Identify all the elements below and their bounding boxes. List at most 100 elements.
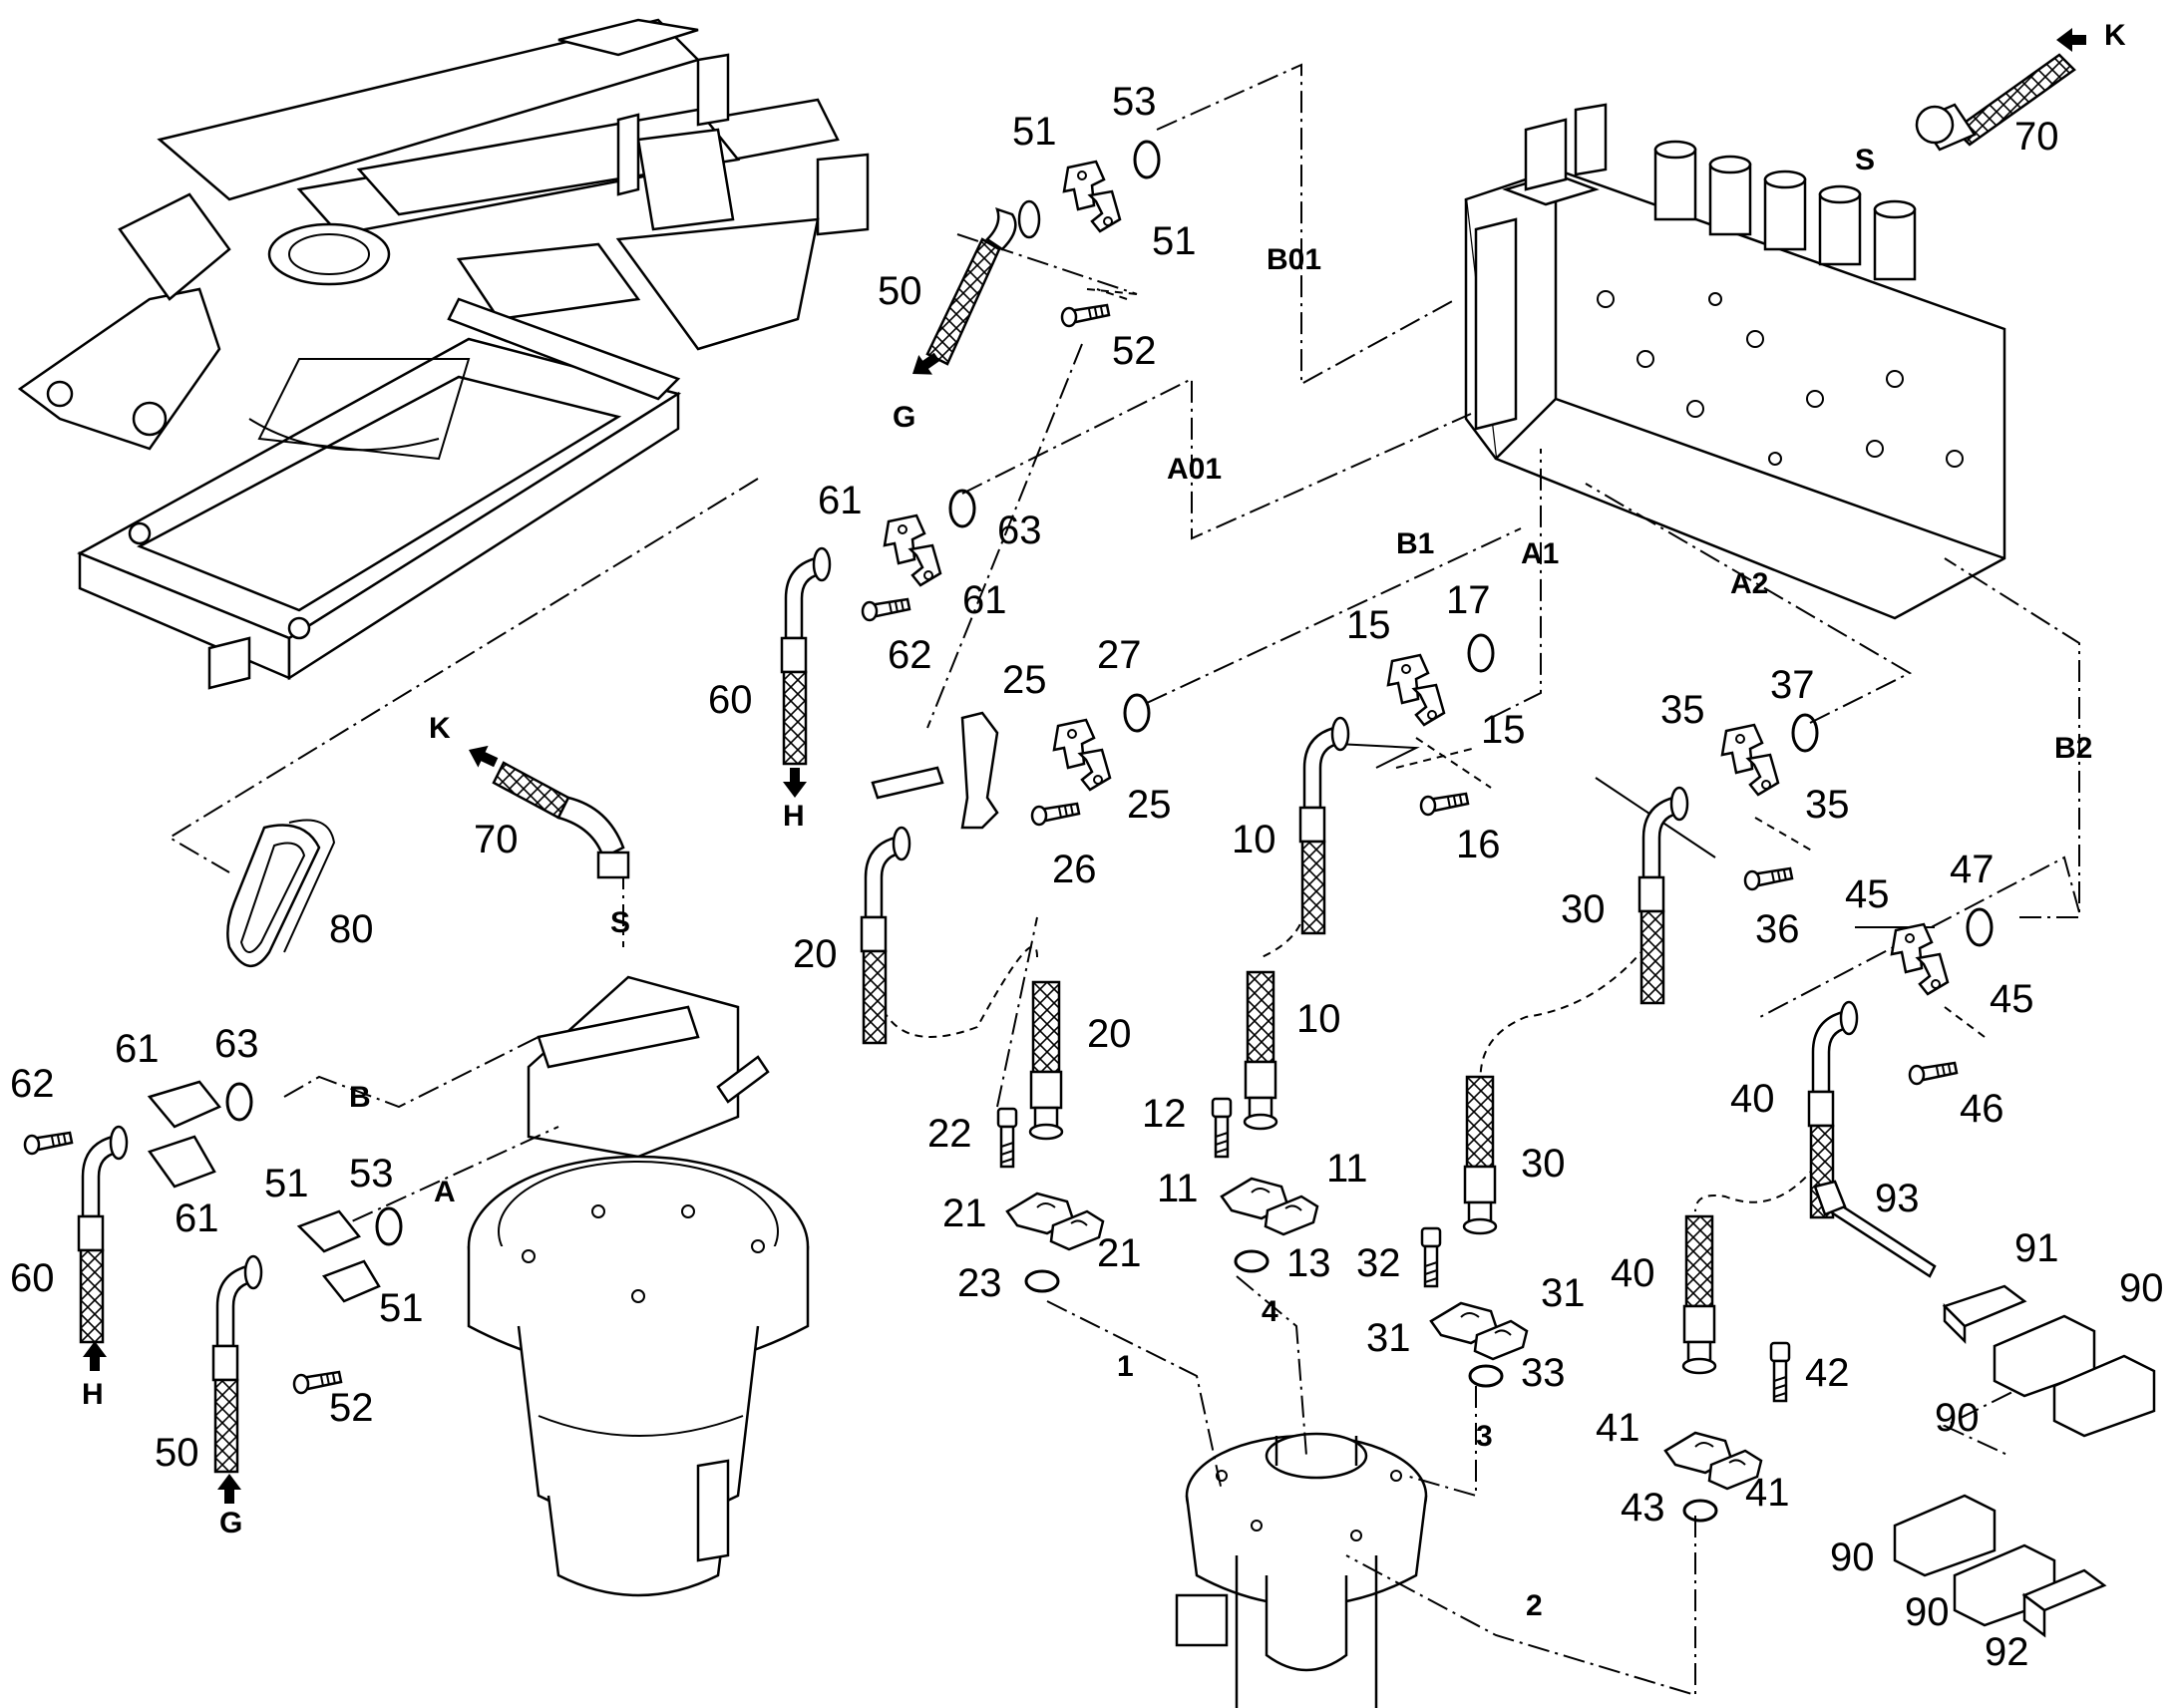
label-12: 12 bbox=[1142, 1092, 1187, 1136]
o-ring-43 bbox=[1682, 1499, 1718, 1523]
flange-clamp-51-left bbox=[296, 1209, 381, 1303]
label-A2: A2 bbox=[1730, 567, 1768, 600]
label-90-c: 90 bbox=[1830, 1536, 1875, 1579]
label-62-left: 62 bbox=[10, 1062, 55, 1106]
label-K-top: K bbox=[2104, 19, 2126, 52]
seal-ring-80 bbox=[226, 819, 336, 968]
label-52-left: 52 bbox=[329, 1386, 374, 1430]
label-15-b: 15 bbox=[1481, 708, 1526, 752]
label-43: 43 bbox=[1621, 1486, 1665, 1530]
bolt-26 bbox=[1030, 802, 1081, 827]
hose-60-left bbox=[77, 1125, 129, 1371]
flange-clamp-31 bbox=[1429, 1301, 1529, 1361]
bolt-22 bbox=[996, 1107, 1018, 1169]
label-51-top-b: 51 bbox=[1152, 219, 1197, 263]
bolt-93 bbox=[1813, 1180, 1937, 1278]
o-ring-13 bbox=[1234, 1249, 1270, 1273]
label-53-top: 53 bbox=[1112, 80, 1157, 124]
bolt-62-mid bbox=[861, 597, 911, 622]
label-61-left-b: 61 bbox=[175, 1196, 219, 1240]
label-41-a: 41 bbox=[1596, 1406, 1640, 1450]
label-30-a: 30 bbox=[1561, 887, 1606, 931]
label-path-1: 1 bbox=[1117, 1350, 1134, 1383]
hose-50-top bbox=[906, 199, 1041, 384]
label-13: 13 bbox=[1286, 1241, 1331, 1285]
upper-frame-drawing bbox=[17, 18, 870, 690]
hose-20-bottom bbox=[1028, 980, 1064, 1141]
label-H-left: H bbox=[82, 1378, 104, 1411]
label-51-left-a: 51 bbox=[264, 1162, 309, 1205]
label-41-b: 41 bbox=[1745, 1471, 1790, 1515]
travel-motor-drawing bbox=[467, 975, 810, 1597]
flange-clamp-11 bbox=[1220, 1177, 1319, 1236]
label-path-4: 4 bbox=[1262, 1295, 1278, 1328]
label-path-3: 3 bbox=[1476, 1420, 1493, 1453]
hose-10-bottom bbox=[1243, 970, 1278, 1131]
label-50-top: 50 bbox=[878, 269, 922, 313]
label-31-a: 31 bbox=[1366, 1316, 1411, 1360]
label-42: 42 bbox=[1805, 1351, 1850, 1395]
label-23: 23 bbox=[957, 1261, 1002, 1305]
flange-clamp-61-left bbox=[147, 1080, 221, 1189]
label-A1: A1 bbox=[1521, 537, 1559, 570]
label-10-b: 10 bbox=[1296, 997, 1341, 1041]
label-25-b: 25 bbox=[1127, 783, 1172, 827]
hose-30-bottom bbox=[1462, 1075, 1498, 1235]
label-93: 93 bbox=[1875, 1177, 1920, 1220]
label-60-left: 60 bbox=[10, 1256, 55, 1300]
label-61-left-a: 61 bbox=[115, 1027, 160, 1071]
label-53-left: 53 bbox=[349, 1152, 394, 1196]
flange-clamp-25 bbox=[1052, 718, 1112, 792]
plate-92 bbox=[2021, 1568, 2107, 1638]
label-B2: B2 bbox=[2054, 732, 2092, 765]
label-62-mid: 62 bbox=[888, 633, 932, 677]
label-26: 26 bbox=[1052, 848, 1097, 891]
flange-clamp-45 bbox=[1890, 922, 1950, 996]
label-52-top: 52 bbox=[1112, 329, 1157, 373]
label-B-left: B bbox=[349, 1081, 371, 1114]
label-11-b: 11 bbox=[1326, 1147, 1368, 1191]
label-50-left: 50 bbox=[155, 1431, 199, 1475]
label-45-b: 45 bbox=[1990, 977, 2034, 1021]
o-ring-17 bbox=[1467, 633, 1495, 673]
label-40-a: 40 bbox=[1730, 1077, 1775, 1121]
flange-clamp-51-top bbox=[1062, 160, 1122, 233]
o-ring-53-left bbox=[375, 1206, 403, 1246]
o-ring-23 bbox=[1024, 1269, 1060, 1293]
label-35-b: 35 bbox=[1805, 783, 1850, 827]
o-ring-27 bbox=[1123, 693, 1151, 733]
label-S-top: S bbox=[1855, 144, 1875, 176]
label-90-a: 90 bbox=[2119, 1266, 2164, 1310]
label-15-a: 15 bbox=[1346, 603, 1391, 647]
label-51-left-b: 51 bbox=[379, 1286, 424, 1330]
bolt-16 bbox=[1419, 792, 1470, 817]
bolt-62-left bbox=[23, 1131, 74, 1156]
clamp-block-90-top bbox=[1993, 1314, 2156, 1438]
label-91: 91 bbox=[2014, 1226, 2059, 1270]
label-16: 16 bbox=[1456, 823, 1501, 866]
hose-70-top bbox=[1915, 28, 2086, 152]
label-25-a: 25 bbox=[1002, 658, 1047, 702]
label-70-left: 70 bbox=[474, 818, 519, 861]
o-ring-47 bbox=[1966, 907, 1994, 947]
bolt-12 bbox=[1211, 1097, 1233, 1159]
o-ring-63-left bbox=[225, 1082, 253, 1122]
label-31-b: 31 bbox=[1541, 1271, 1586, 1315]
hose-70-left bbox=[463, 739, 630, 879]
label-H-mid: H bbox=[783, 800, 805, 833]
label-A01: A01 bbox=[1167, 453, 1222, 486]
flange-clamp-15 bbox=[1386, 653, 1446, 727]
swivel-joint-drawing bbox=[1175, 1432, 1428, 1708]
label-90-d: 90 bbox=[1905, 1590, 1950, 1634]
label-45-a: 45 bbox=[1845, 872, 1890, 916]
label-G-left: G bbox=[219, 1507, 242, 1539]
label-60-mid: 60 bbox=[708, 678, 753, 722]
label-20-b: 20 bbox=[1087, 1012, 1132, 1056]
bolt-46 bbox=[1908, 1061, 1959, 1086]
label-70-top: 70 bbox=[2014, 115, 2059, 159]
label-20-a: 20 bbox=[793, 932, 838, 976]
label-S-left: S bbox=[610, 906, 630, 939]
part-labels: 70 K S 53 51 51 50 52 G B01 A01 B1 A1 A2… bbox=[10, 19, 2164, 1674]
label-61-mid-b: 61 bbox=[962, 578, 1007, 622]
